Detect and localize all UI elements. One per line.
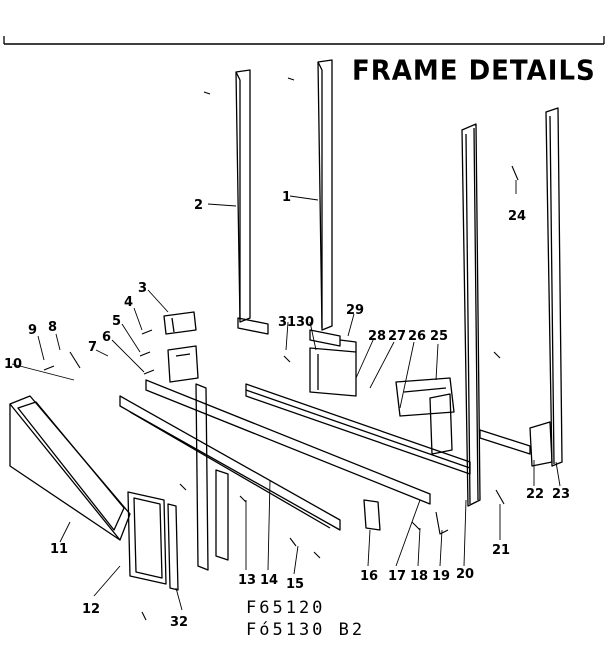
horizontal-rail-14 [119,379,431,531]
part-label-25: 25 [430,329,448,344]
part-label-1: 1 [282,190,291,205]
part-label-11: 11 [50,542,68,557]
part-label-31: 31 [278,315,296,330]
part-label-16: 16 [360,569,378,584]
door-frame-11 [9,395,131,541]
part-label-30: 30 [296,315,314,330]
part-label-14: 14 [260,573,278,588]
part-label-5: 5 [112,314,121,329]
part-label-21: 21 [492,543,510,558]
part-label-10: 10 [4,357,22,372]
part-label-2: 2 [194,198,203,213]
vertical-rail-2 [235,69,269,335]
part-label-7: 7 [88,340,97,355]
bracket-3 [163,311,197,335]
part-label-26: 26 [408,329,426,344]
part-label-9: 9 [28,323,37,338]
page-title: FRAME DETAILS [352,55,596,87]
part-number-callouts: 1 2 3 4 5 6 7 8 9 10 11 12 13 14 15 16 1… [4,190,570,630]
part-label-19: 19 [432,569,450,584]
trim-strip-13 [195,383,229,571]
hinge-5 [167,345,199,383]
leader-lines [11,180,561,611]
part-label-22: 22 [526,487,544,502]
vertical-rail-1 [309,59,341,347]
part-label-23: 23 [552,487,570,502]
vertical-rail-20 [461,123,481,507]
part-label-17: 17 [388,569,406,584]
part-label-13: 13 [238,573,256,588]
part-label-28: 28 [368,329,386,344]
part-label-29: 29 [346,303,364,318]
end-cap-16 [363,499,381,531]
part-label-20: 20 [456,567,474,582]
part-label-15: 15 [286,577,304,592]
part-label-6: 6 [102,330,111,345]
slide-assembly-25 [395,377,455,455]
part-label-27: 27 [388,329,406,344]
glass-panel-32 [127,491,179,591]
part-label-24: 24 [508,209,526,224]
vertical-rail-23 [529,107,563,467]
bracket-assembly-29 [309,339,357,397]
model-number-2: Fó5130 B2 [246,620,366,640]
part-label-8: 8 [48,320,57,335]
part-label-18: 18 [410,569,428,584]
part-label-4: 4 [124,295,133,310]
part-label-3: 3 [138,281,147,296]
model-number-1: F65120 [246,598,326,618]
part-label-32: 32 [170,615,188,630]
upper-horizontal-rail [245,383,531,475]
fasteners [43,77,519,621]
part-label-12: 12 [82,602,100,617]
